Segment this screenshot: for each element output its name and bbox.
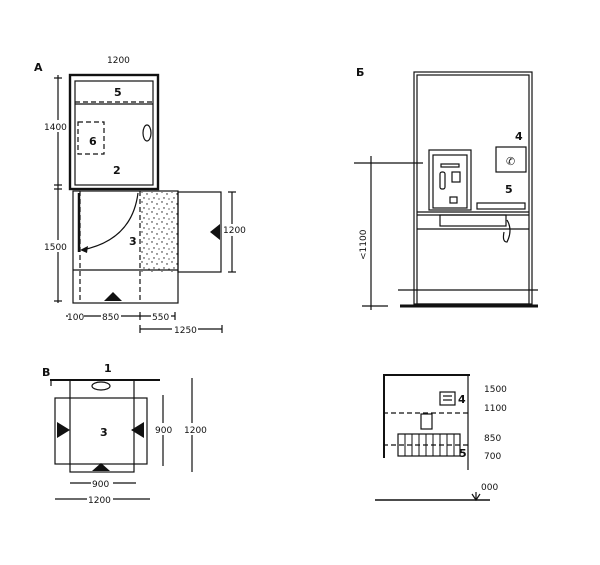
figure-a-letter: А <box>34 61 43 74</box>
sign-4 <box>495 146 527 173</box>
dim-height: <1100 <box>359 229 369 260</box>
label-2: 2 <box>113 164 121 177</box>
payphone-icon <box>420 413 433 430</box>
telephone-sign-icon: ✆ <box>506 155 515 168</box>
label-3: 3 <box>129 235 137 248</box>
figure-v-letter: В <box>42 366 50 379</box>
dim-inner-height: 900 <box>155 426 172 436</box>
handset-icon <box>439 171 446 190</box>
label-4: 4 <box>458 393 466 406</box>
figure-b-elevation: Б ✆ 4 5 <1100 <box>354 66 538 310</box>
label-5: 5 <box>114 86 122 99</box>
telephone-icon <box>91 381 111 391</box>
label-3: 3 <box>100 426 108 439</box>
dim-right-offset: 550 <box>152 313 169 323</box>
dim-000: 000 <box>481 483 498 493</box>
label-5: 5 <box>505 183 513 196</box>
dim-1500: 1500 <box>484 385 507 395</box>
directory-shelf <box>397 433 461 457</box>
label-5: 5 <box>459 447 467 460</box>
dim-upper-height: 1400 <box>44 123 67 133</box>
entry-marker-icon <box>210 224 220 240</box>
dim-right-height: 1200 <box>223 226 246 236</box>
payphone-unit <box>428 149 472 211</box>
dim-top-width: 1200 <box>107 56 130 66</box>
figure-a-plan: А 1200 5 6 2 3 1400 1500 1200 <box>34 56 246 336</box>
label-6: 6 <box>89 135 97 148</box>
label-1: 1 <box>104 362 112 375</box>
door-swing-arrow <box>81 192 139 251</box>
seat-6 <box>77 121 105 155</box>
dim-lower-height: 1500 <box>44 243 67 253</box>
dim-left-offset: 100 <box>67 313 84 323</box>
figure-b-letter: Б <box>356 66 364 79</box>
dim-door-width: 850 <box>102 313 119 323</box>
dim-right-width: 1250 <box>174 326 197 336</box>
dim-1100: 1100 <box>484 404 507 414</box>
telephone-icon <box>142 124 152 142</box>
figure-v-plan: В 1 3 900 1200 900 1200 <box>42 362 208 506</box>
dim-inner-width: 900 <box>92 480 109 490</box>
label-4: 4 <box>515 130 523 143</box>
figure-g-elevation: 4 5 1500 1100 850 700 000 <box>375 374 507 502</box>
dim-outer-width: 1200 <box>88 496 111 506</box>
sign-4 <box>439 391 456 406</box>
booth-outline <box>68 73 160 191</box>
dim-850: 850 <box>484 434 501 444</box>
entry-marker-icon <box>104 292 122 301</box>
booth-inner-wall <box>74 80 154 186</box>
dim-700: 700 <box>484 452 501 462</box>
dim-outer-height: 1200 <box>184 426 207 436</box>
directory-shelf <box>476 202 526 210</box>
